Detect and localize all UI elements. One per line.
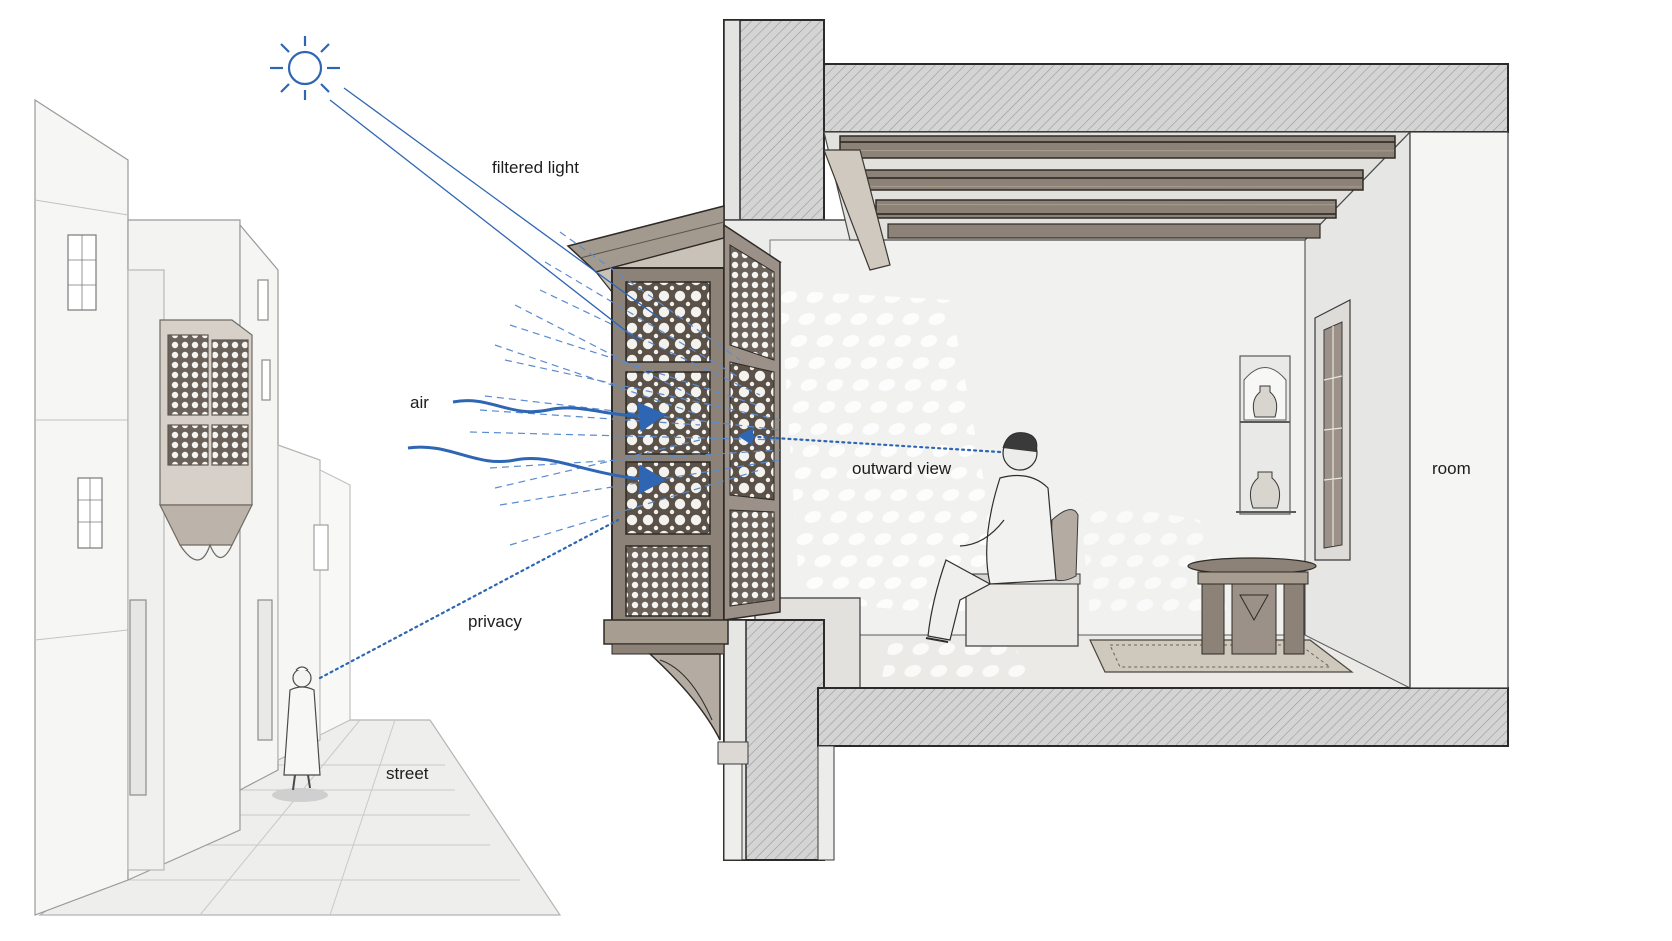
ceiling-beam-1	[839, 135, 1396, 159]
vase-upper	[1252, 385, 1278, 418]
air-flow-arrows	[407, 399, 666, 495]
label-privacy: privacy	[468, 612, 522, 631]
label-street: street	[386, 764, 429, 783]
lattice-panel-2	[625, 371, 711, 455]
side-window	[1314, 299, 1351, 561]
air-arrow-2	[407, 445, 666, 495]
pedestrian-figure	[272, 666, 328, 802]
ceiling-beam-2	[857, 169, 1364, 191]
privacy-sightline	[318, 518, 620, 680]
seated-man-figure	[925, 432, 1057, 643]
mashrabiya-base	[603, 619, 729, 645]
light-ray-lines	[329, 87, 663, 343]
door-middle	[129, 599, 147, 796]
light-pattern-wall	[780, 290, 1010, 620]
lattice-panel-1	[625, 281, 711, 363]
corbel	[823, 149, 891, 271]
wall-niche	[1236, 355, 1296, 515]
lattice-panel-3	[625, 461, 711, 535]
street-scene	[34, 98, 562, 916]
air-arrow-1	[452, 399, 666, 433]
view-sightline	[737, 427, 1002, 454]
column-capital	[717, 741, 749, 861]
roof-slab	[823, 63, 1509, 133]
mashrabiya-bracket	[648, 653, 721, 741]
label-air: air	[410, 393, 429, 412]
floor-slab	[817, 687, 1509, 747]
label-filtered-light: filtered light	[492, 158, 579, 177]
label-outward-view: outward view	[852, 459, 952, 478]
street-mashrabiya	[159, 319, 253, 561]
mashrabiya-bay	[566, 205, 783, 741]
sun-icon	[270, 36, 340, 100]
label-room: room	[1432, 459, 1471, 478]
vase-lower	[1249, 471, 1281, 509]
side-table	[1187, 557, 1317, 655]
ceiling-beam-3	[875, 199, 1337, 219]
lattice-panel-4	[625, 545, 711, 617]
building-section	[717, 19, 1509, 861]
